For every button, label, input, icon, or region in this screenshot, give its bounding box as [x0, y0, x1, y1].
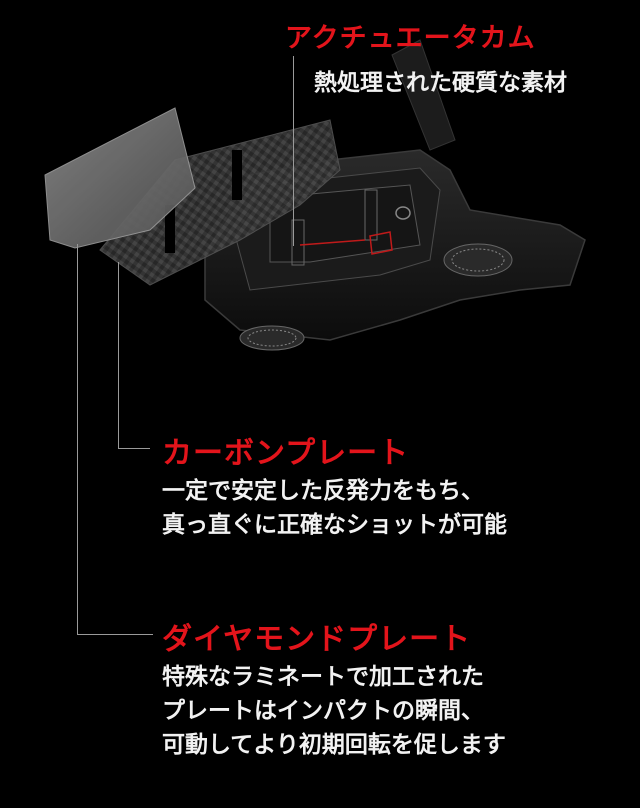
carbon-plate-title: カーボンプレート: [162, 436, 410, 471]
diamond-plate-title: ダイヤモンドプレート: [162, 622, 472, 657]
actuator-cam-description: 熱処理された硬質な素材: [314, 70, 567, 96]
diamond-plate-desc-line3: 可動してより初期回転を促します: [162, 732, 506, 758]
actuator-cam-title: アクチュエータカム: [285, 23, 536, 54]
carbon-plate-desc-line1: 一定で安定した反発力をもち、: [162, 478, 484, 504]
carbon-leader-horizontal: [118, 448, 150, 449]
weight-front-left: [239, 325, 305, 351]
weight-front-right: [443, 243, 513, 277]
diamond-plate-desc-line2: プレートはインパクトの瞬間、: [162, 698, 484, 724]
diamond-plate-desc-line1: 特殊なラミネートで加工された: [162, 664, 484, 690]
actuator-leader-line: [293, 56, 294, 246]
carbon-plate-desc-line2: 真っ直ぐに正確なショットが可能: [162, 512, 507, 538]
diamond-leader-vertical: [77, 244, 78, 634]
diamond-leader-horizontal: [77, 634, 153, 635]
carbon-plate: [99, 119, 341, 286]
carbon-leader-vertical: [118, 262, 119, 448]
diamond-plate: [44, 107, 196, 249]
